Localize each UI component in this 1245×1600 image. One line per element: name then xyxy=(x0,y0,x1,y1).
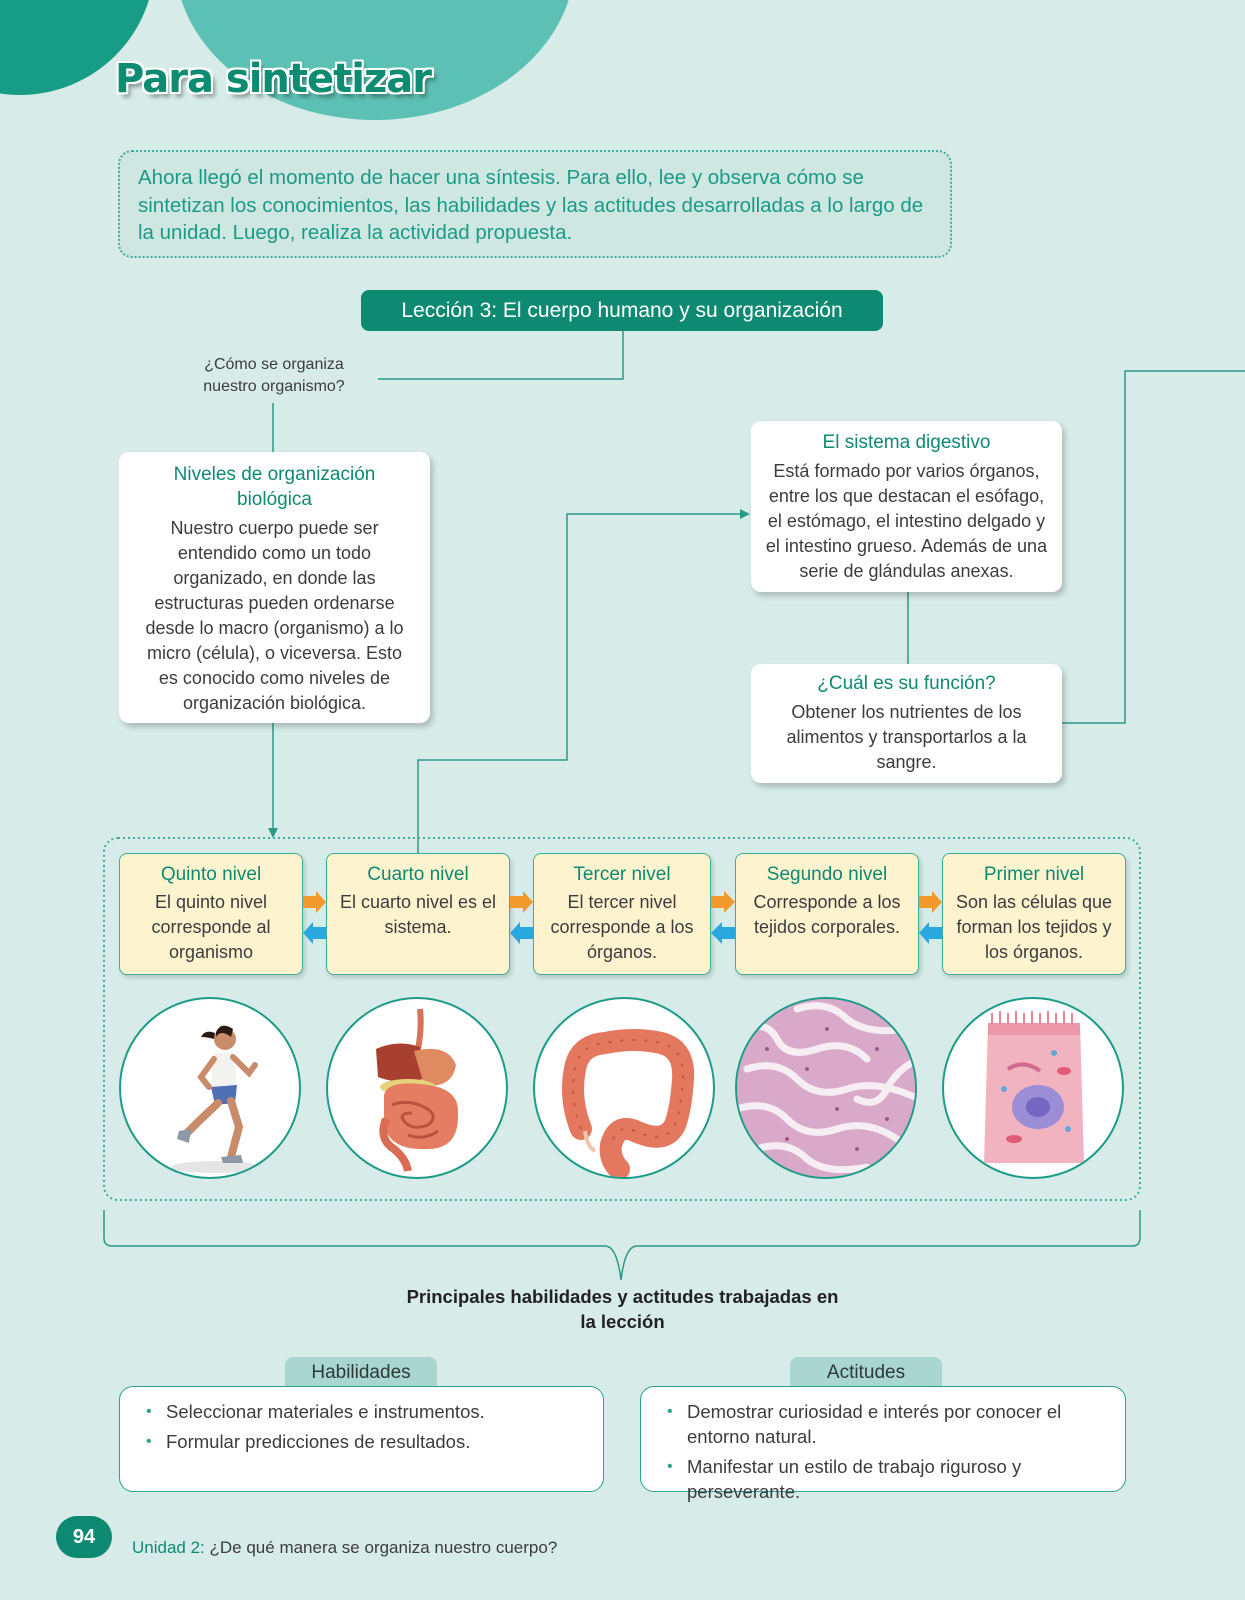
funcion-card: ¿Cuál es su función? Obtener los nutrien… xyxy=(751,664,1062,783)
intro-box: Ahora llegó el momento de hacer una sínt… xyxy=(118,150,952,258)
level-title: Tercer nivel xyxy=(573,864,671,885)
list-item: Manifestar un estilo de trabajo riguroso… xyxy=(665,1454,1107,1504)
page-title: Para sintetizar xyxy=(115,56,432,102)
niveles-card-title: Niveles de organización biológica xyxy=(173,464,376,510)
list-item: Demostrar curiosidad e interés por conoc… xyxy=(665,1399,1107,1449)
actitudes-box: Demostrar curiosidad e interés por conoc… xyxy=(640,1386,1126,1502)
arrow-left-icon xyxy=(919,922,942,944)
footer-unit-title: ¿De qué manera se organiza nuestro cuerp… xyxy=(209,1538,558,1557)
level-title: Primer nivel xyxy=(983,864,1085,885)
footer-unit: Unidad 2: ¿De qué manera se organiza nue… xyxy=(132,1538,557,1558)
level-box-primer: Primer nivel Son las células que forman … xyxy=(942,853,1126,975)
level-box-segundo: Segundo nivel Corresponde a los tejidos … xyxy=(735,853,919,975)
skills-section-title: Principales habilidades y actitudes trab… xyxy=(406,1286,839,1332)
arrow-left-icon xyxy=(303,922,326,944)
large-intestine-image xyxy=(533,997,715,1179)
digestivo-card-title: El sistema digestivo xyxy=(822,432,991,453)
level-text: El tercer nivel corresponde a los órgano… xyxy=(550,892,694,962)
digestivo-card-text: Está formado por varios órganos, entre l… xyxy=(765,461,1048,581)
lesson-header: Lección 3: El cuerpo humano y su organiz… xyxy=(361,290,883,331)
runner-image xyxy=(119,997,301,1179)
arrow-right-icon xyxy=(510,891,533,913)
level-box-cuarto: Cuarto nivel El cuarto nivel es el siste… xyxy=(326,853,510,975)
arrow-right-icon xyxy=(303,891,326,913)
level-text: Corresponde a los tejidos corporales. xyxy=(753,892,901,937)
organization-question: ¿Cómo se organiza nuestro organismo? xyxy=(203,356,345,395)
level-box-tercer: Tercer nivel El tercer nivel corresponde… xyxy=(533,853,711,975)
list-item: Formular predicciones de resultados. xyxy=(144,1429,585,1454)
level-text: El cuarto nivel es el sistema. xyxy=(339,892,497,937)
habilidades-tab: Habilidades xyxy=(285,1357,437,1387)
level-arrows xyxy=(303,891,942,944)
list-item: Seleccionar materiales e instrumentos. xyxy=(144,1399,585,1424)
arrow-right-icon xyxy=(711,891,735,913)
footer-unit-label: Unidad 2: xyxy=(132,1538,205,1557)
header-decoration xyxy=(0,0,569,120)
level-text: Son las células que forman los tejidos y… xyxy=(955,892,1113,962)
arrow-right-icon xyxy=(919,891,942,913)
arrow-left-icon xyxy=(711,922,735,944)
level-text: El quinto nivel corresponde al organismo xyxy=(151,892,271,962)
level-title: Segundo nivel xyxy=(766,864,888,885)
niveles-card-text: Nuestro cuerpo puede ser entendido como … xyxy=(145,518,404,713)
niveles-card: Niveles de organización biológica Nuestr… xyxy=(119,452,430,723)
tissue-image xyxy=(735,997,917,1179)
page-number: 94 xyxy=(56,1516,112,1558)
funcion-card-title: ¿Cuál es su función? xyxy=(817,673,996,694)
arrow-left-icon xyxy=(510,922,533,944)
arrow-pair-2 xyxy=(510,891,533,944)
arrow-pair-3 xyxy=(711,891,735,944)
cell-image xyxy=(942,997,1124,1179)
arrow-pair-4 xyxy=(919,891,942,944)
habilidades-box: Seleccionar materiales e instrumentos. F… xyxy=(119,1386,604,1492)
funcion-card-text: Obtener los nutrientes de los alimentos … xyxy=(786,702,1027,772)
digestive-system-image xyxy=(326,997,508,1179)
level-title: Cuarto nivel xyxy=(367,864,469,885)
actitudes-tab: Actitudes xyxy=(790,1357,942,1387)
level-box-quinto: Quinto nivel El quinto nivel corresponde… xyxy=(119,853,303,975)
level-title: Quinto nivel xyxy=(160,864,262,885)
arrow-pair-1 xyxy=(303,891,326,944)
digestivo-card: El sistema digestivo Está formado por va… xyxy=(751,421,1062,592)
